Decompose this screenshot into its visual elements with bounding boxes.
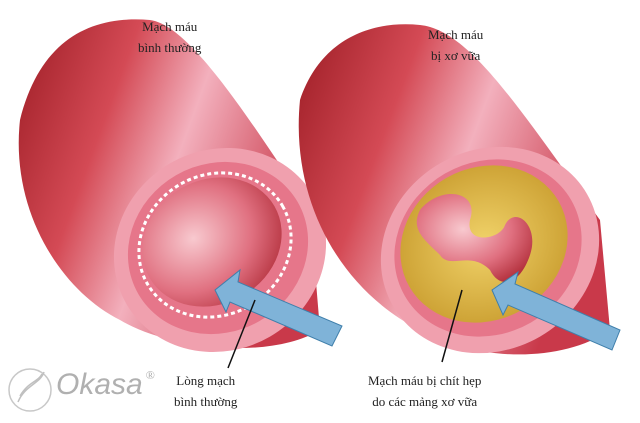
label-line: Lòng mạch [176,373,236,388]
label-line: do các mảng xơ vữa [372,394,478,409]
label-normal-vessel: Mạch máu bình thường [138,16,201,58]
pointer-line-left [227,299,256,369]
label-atherosclerotic-vessel: Mạch máu bị xơ vữa [428,24,483,66]
arrow-left [214,268,343,347]
logo-text: Okasa [56,368,143,401]
okasa-logo-mark [8,368,52,412]
label-line: Mạch máu bị chít hẹp [368,373,482,388]
label-normal-lumen: Lòng mạch bình thường [174,370,237,412]
label-line: bình thường [174,394,238,409]
registered-mark: ® [145,368,155,382]
label-line: Mạch máu [428,27,484,42]
label-line: Mạch máu [142,19,198,34]
normal-vessel [18,19,327,353]
label-line: bình thường [138,40,202,55]
label-narrowed-vessel: Mạch máu bị chít hẹp do các mảng xơ vữa [368,370,481,412]
pointer-line-right [441,289,463,363]
okasa-logo: Okasa ® [10,368,160,402]
arrow-right [491,270,621,351]
label-line: bị xơ vữa [430,48,481,63]
